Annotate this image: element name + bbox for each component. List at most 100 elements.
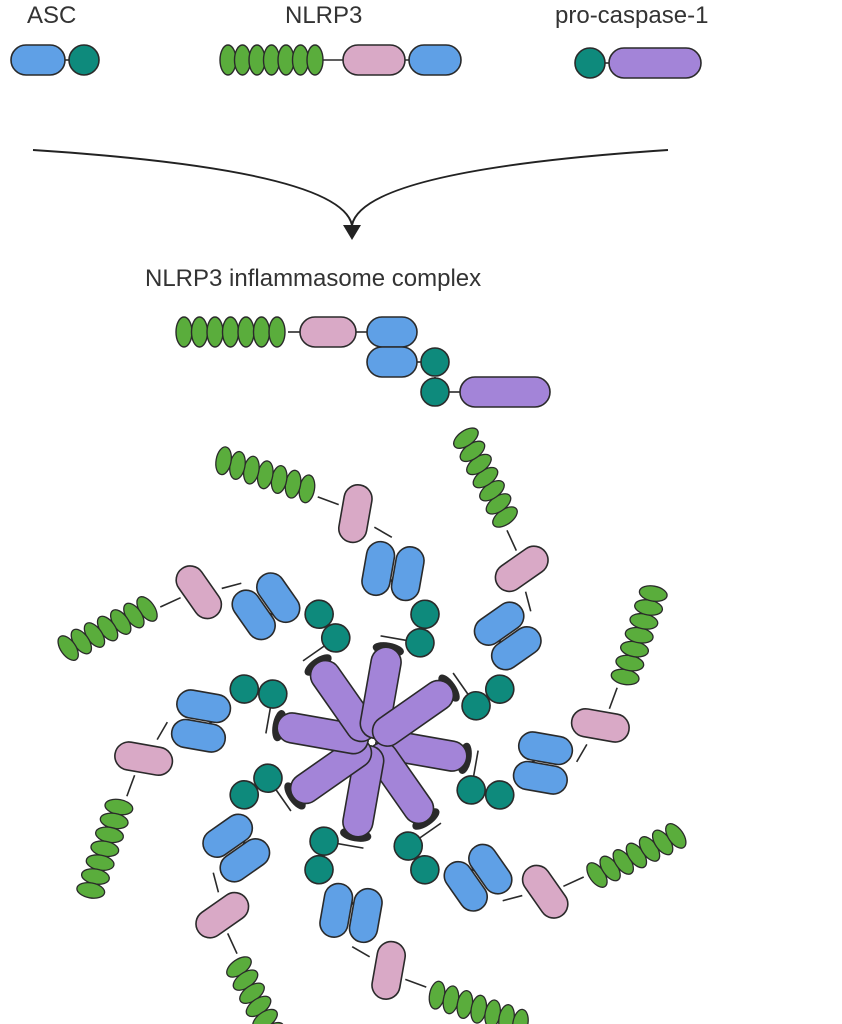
pyd-domain — [366, 346, 418, 378]
nacht-domain — [342, 44, 406, 76]
nacht-domain — [337, 484, 373, 544]
linker — [317, 496, 339, 506]
pyd-domain — [176, 689, 232, 724]
lrr-domain — [233, 44, 252, 76]
pyd-domain — [512, 760, 568, 795]
lrr-domain — [57, 635, 79, 661]
lrr-domain — [190, 316, 209, 348]
pyd-domain — [231, 589, 276, 641]
procaspase-label: pro-caspase-1 — [555, 2, 709, 29]
lrr-domain — [511, 1008, 529, 1024]
nacht-domain — [570, 707, 630, 743]
pyd-domain — [490, 626, 542, 671]
arrow-head — [343, 225, 361, 240]
linker — [159, 596, 181, 608]
nlrp3-label: NLRP3 — [285, 2, 363, 29]
asc-molecule — [10, 44, 100, 76]
card-domain — [484, 780, 515, 810]
card-domain — [304, 854, 334, 885]
pyd-domain — [170, 718, 227, 753]
oligomer-arm — [304, 826, 529, 1024]
pyd-domain — [468, 843, 513, 895]
pyd-domain — [517, 731, 574, 766]
card-domain — [484, 674, 515, 704]
pyd-domain — [390, 546, 425, 602]
linker — [373, 526, 393, 539]
card-domain — [456, 775, 486, 805]
card-domain — [410, 854, 440, 885]
linker — [351, 945, 371, 958]
pyd-domain — [219, 838, 271, 883]
linker — [156, 721, 169, 741]
linker — [524, 591, 532, 612]
lrr-domain — [638, 585, 668, 603]
inflammasome-oligomer — [57, 427, 687, 1024]
oligomer-arm — [57, 565, 351, 676]
inflammasome-complex-linear — [175, 316, 551, 408]
pyd-domain — [319, 882, 354, 938]
complex-label: NLRP3 inflammasome complex — [145, 265, 482, 292]
nacht-domain — [175, 565, 223, 620]
card-domain — [393, 831, 424, 861]
lrr-domain — [219, 44, 237, 76]
lrr-domain — [291, 44, 310, 76]
arrow-right-curve — [351, 149, 669, 226]
card-domain — [320, 623, 351, 653]
linker — [221, 582, 242, 590]
pyd-domain — [202, 813, 254, 858]
card-domain — [309, 826, 339, 856]
lrr-domain — [215, 446, 233, 476]
pyd-domain — [256, 572, 301, 624]
pyd-domain — [366, 316, 418, 348]
oligomer-arm — [215, 446, 440, 658]
oligomer-arm — [393, 808, 687, 919]
linker — [563, 876, 585, 888]
card-domain — [258, 679, 288, 709]
lrr-domain — [252, 316, 271, 348]
card-domain — [420, 377, 450, 407]
lrr-domain — [453, 427, 479, 449]
nacht-domain — [114, 741, 174, 777]
card-domain — [410, 599, 440, 630]
linker — [226, 933, 238, 955]
linker — [126, 775, 136, 797]
lrr-domain — [665, 823, 687, 849]
oligomer-arm — [456, 585, 668, 810]
linker — [608, 687, 618, 709]
lrr-domain — [306, 44, 324, 76]
asc-label: ASC — [27, 2, 77, 29]
lrr-domain — [248, 44, 266, 76]
nacht-domain — [371, 940, 407, 1000]
nlrp3-molecule — [219, 44, 462, 76]
lrr-domain — [221, 316, 240, 348]
caspase-domain — [608, 47, 702, 79]
lrr-domain — [175, 316, 193, 348]
oligomer-arm — [195, 763, 306, 1024]
caspase-domain — [371, 679, 455, 747]
caspase-spoke — [371, 679, 455, 747]
pyd-domain — [348, 887, 383, 944]
linker — [405, 978, 427, 988]
lrr-domain — [237, 316, 255, 348]
assembly-arrow — [32, 149, 669, 240]
lrr-domain — [76, 881, 106, 899]
card-domain — [229, 674, 260, 704]
card-domain — [253, 763, 283, 794]
linker — [575, 743, 588, 763]
nacht-domain — [494, 545, 549, 593]
pyd-domain — [10, 44, 66, 76]
lrr-domain — [277, 44, 295, 76]
lrr-domain — [206, 316, 224, 348]
linker — [502, 894, 523, 902]
pyd-domain — [361, 540, 396, 597]
card-domain — [304, 599, 334, 630]
pyd-domain — [443, 860, 488, 912]
card-domain — [405, 628, 435, 658]
oligomer-arm — [438, 427, 549, 721]
linker — [506, 529, 518, 551]
procaspase-molecule — [574, 47, 702, 79]
nacht-domain — [521, 864, 569, 919]
card-domain — [574, 47, 606, 79]
